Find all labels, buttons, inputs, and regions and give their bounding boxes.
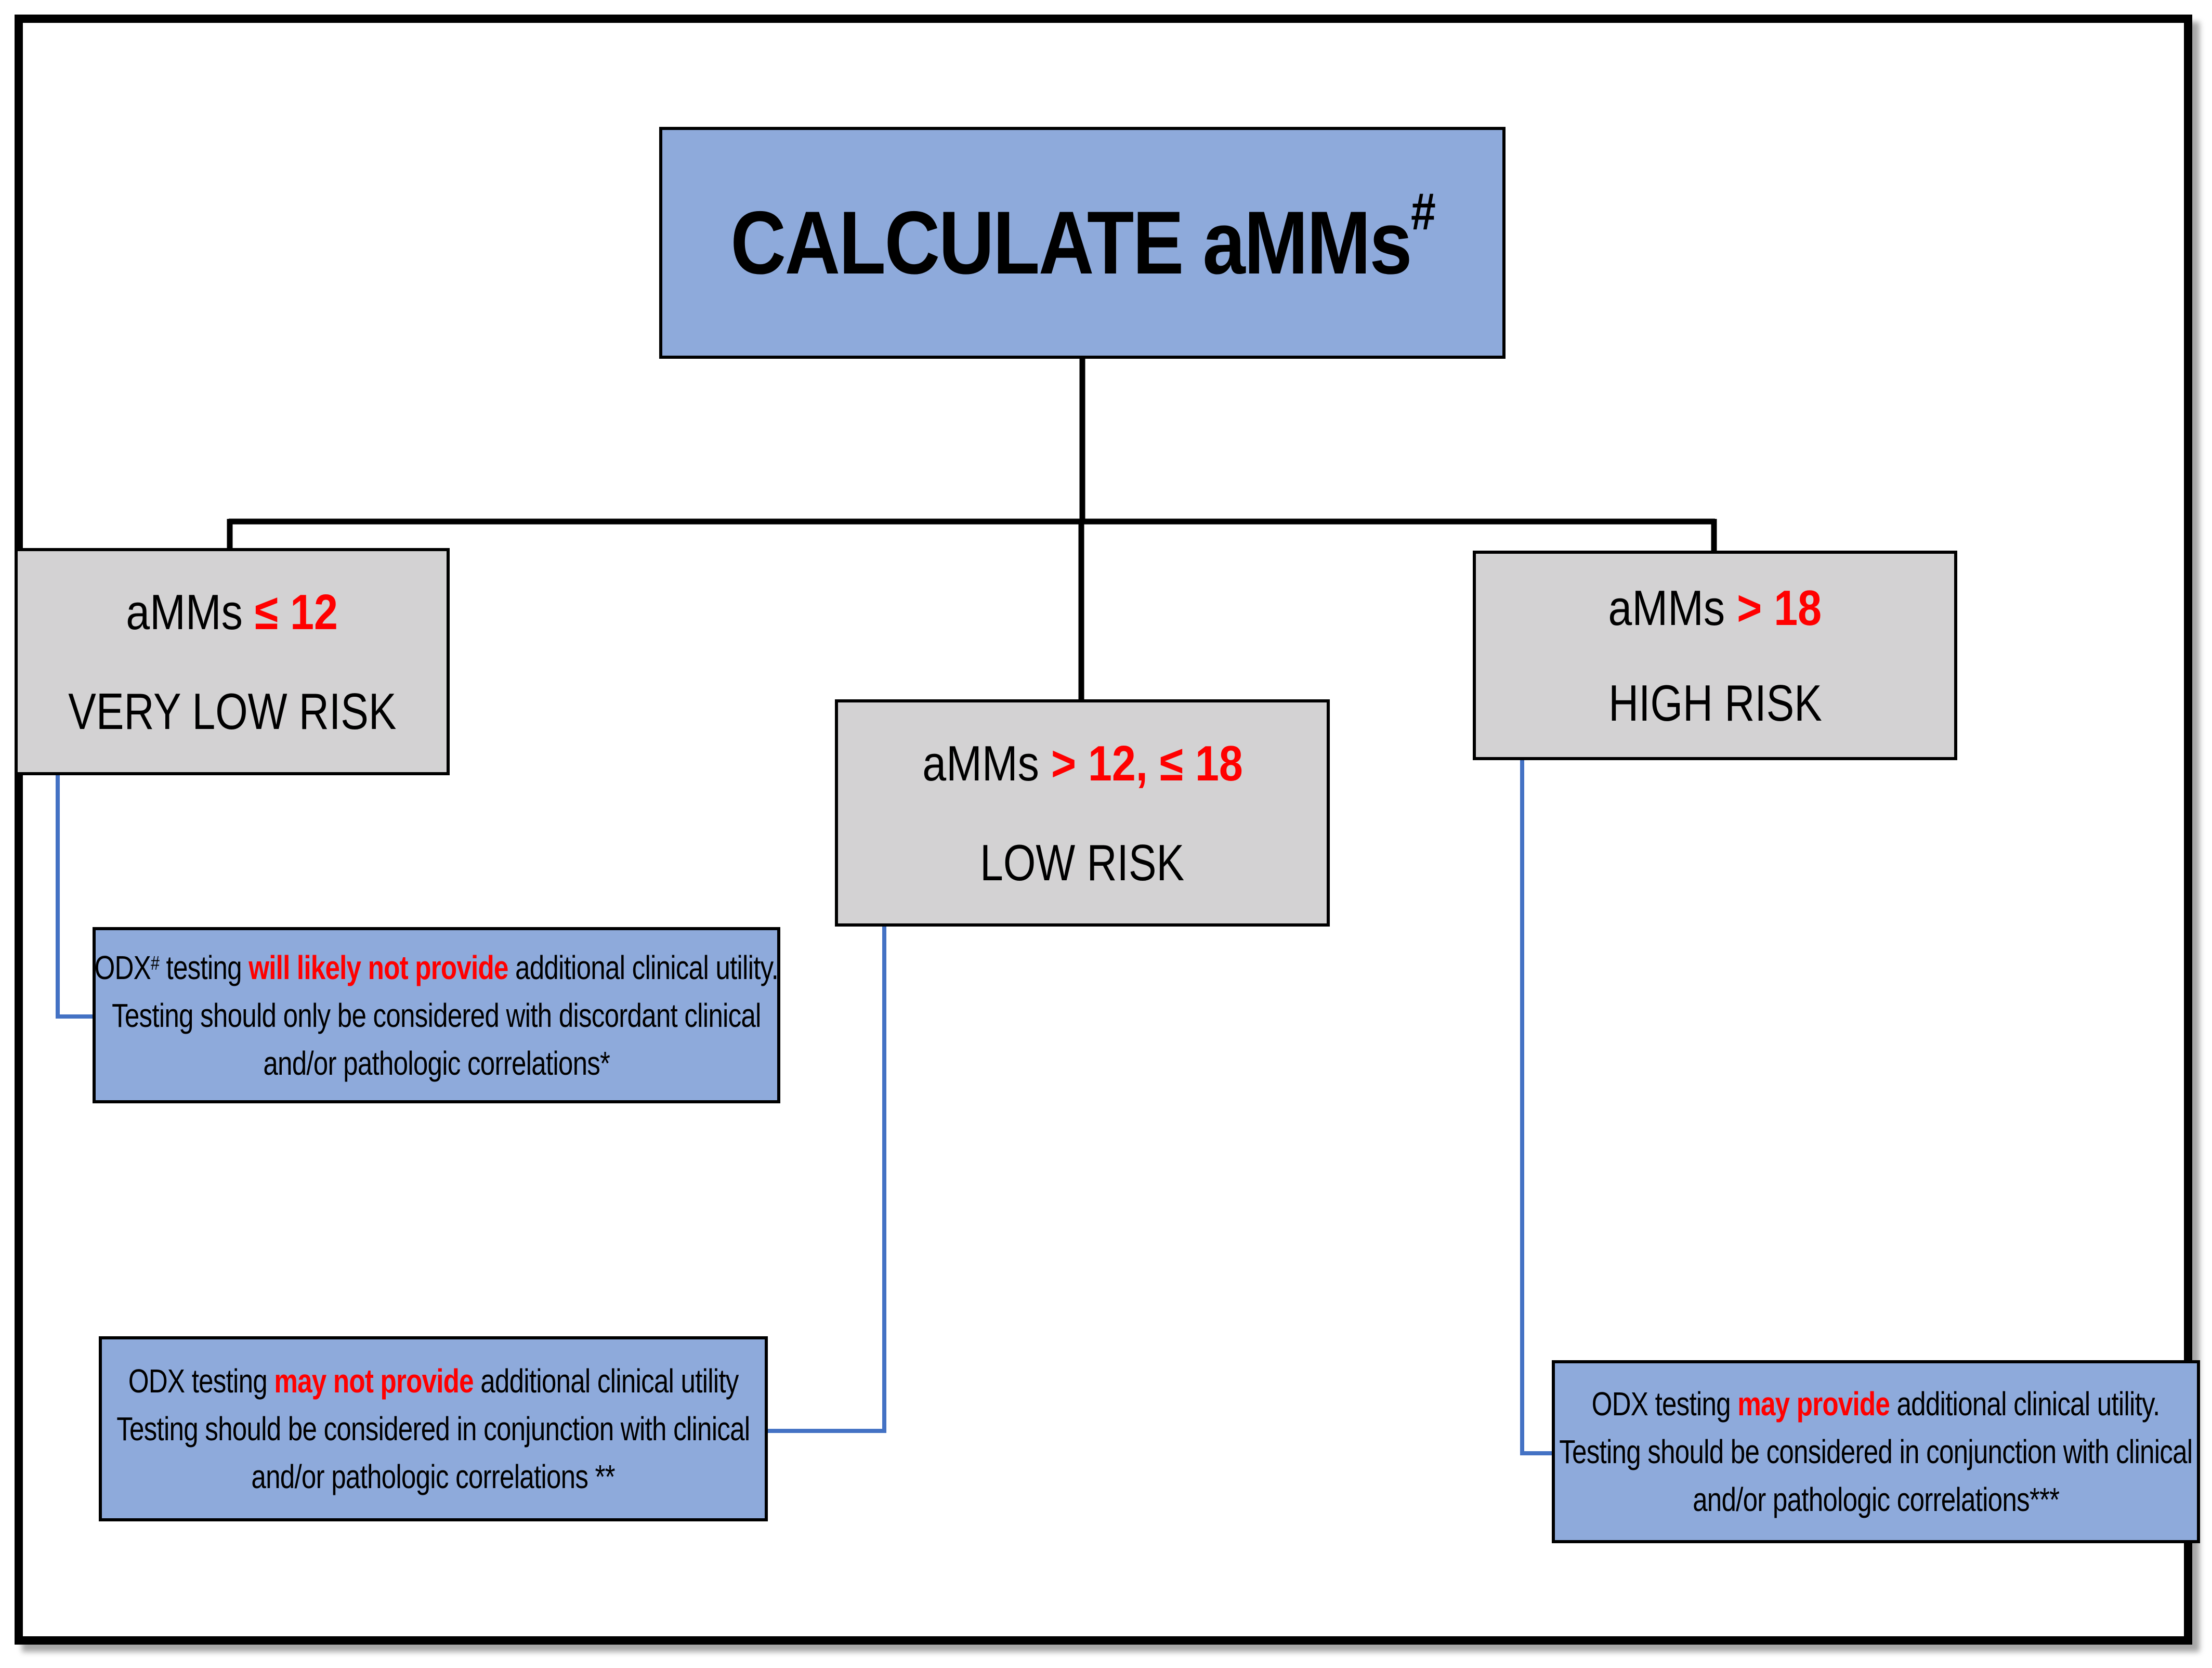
threshold-label: aMMs > 18 — [1608, 580, 1822, 636]
risk-level-label: VERY LOW RISK — [68, 682, 397, 740]
note-connector-left-line — [56, 774, 94, 1019]
very-low-risk-note-box: ODX# testing will likely not provide add… — [93, 927, 780, 1103]
note-line-1: ODX# testing will likely not provide add… — [94, 948, 779, 986]
calculate-amms-box: CALCULATE aMMs# — [659, 127, 1506, 359]
note-emphasis: will likely not provide — [248, 948, 508, 986]
risk-level-label: HIGH RISK — [1608, 674, 1822, 732]
note-line-1: ODX testing may not provide additional c… — [128, 1362, 739, 1400]
threshold-label: aMMs > 12, ≤ 18 — [922, 735, 1243, 791]
note-connector-right-line — [1520, 759, 1553, 1455]
low-risk-note-box: ODX testing may not provide additional c… — [99, 1336, 768, 1521]
note-emphasis: may not provide — [274, 1362, 474, 1400]
note-connector-middle-line — [767, 925, 886, 1433]
low-risk-box: aMMs > 12, ≤ 18 LOW RISK — [835, 699, 1330, 927]
note-line-1: ODX testing may provide additional clini… — [1592, 1385, 2161, 1423]
note-line-2: Testing should be considered in conjunct… — [116, 1410, 750, 1448]
threshold-value: > 12, ≤ 18 — [1051, 735, 1243, 791]
calculate-amms-title: CALCULATE aMMs# — [730, 183, 1436, 293]
threshold-value: > 18 — [1737, 580, 1822, 636]
note-line-2: Testing should be considered in conjunct… — [1559, 1433, 2193, 1470]
threshold-value: ≤ 12 — [255, 584, 338, 640]
note-line-3: and/or pathologic correlations ** — [251, 1458, 616, 1495]
note-emphasis: may provide — [1737, 1385, 1891, 1423]
note-line-2: Testing should only be considered with d… — [112, 996, 761, 1034]
note-line-3: and/or pathologic correlations*** — [1692, 1481, 2060, 1518]
note-line-3: and/or pathologic correlations* — [263, 1044, 610, 1082]
diagram-frame — [15, 15, 2192, 1645]
threshold-label: aMMs ≤ 12 — [126, 584, 338, 640]
high-risk-note-box: ODX testing may provide additional clini… — [1552, 1360, 2200, 1543]
high-risk-box: aMMs > 18 HIGH RISK — [1473, 551, 1957, 760]
title-hash-superscript: # — [1410, 183, 1436, 241]
very-low-risk-box: aMMs ≤ 12 VERY LOW RISK — [15, 548, 450, 775]
risk-level-label: LOW RISK — [980, 833, 1185, 891]
